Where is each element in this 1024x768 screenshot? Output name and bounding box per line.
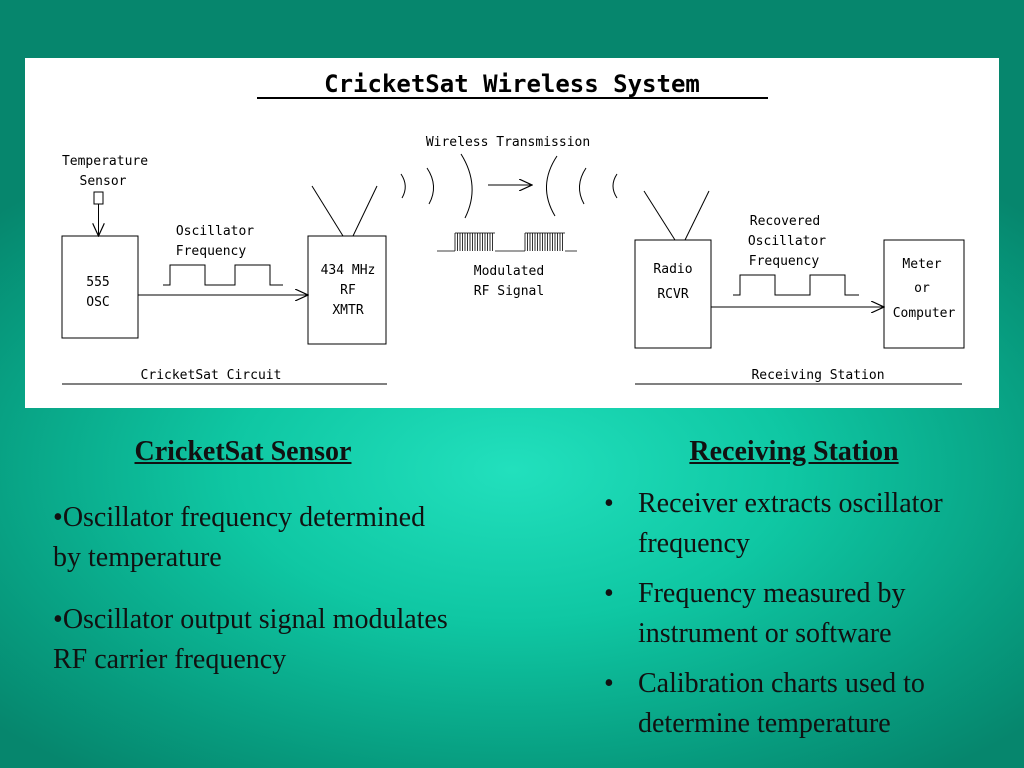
receiver-label-2: RCVR — [657, 287, 688, 302]
meter-label-3: Computer — [893, 306, 956, 321]
list-item: Oscillator frequency determined by tempe… — [53, 498, 453, 578]
transmitter-label-3: XMTR — [332, 303, 363, 318]
left-bullet-list: Oscillator frequency determined by tempe… — [53, 498, 453, 702]
diagram-title: CricketSat Wireless System — [324, 70, 700, 98]
diagram-svg: CricketSat Wireless System Temperature S… — [61, 70, 965, 385]
oscillator-box — [61, 235, 139, 339]
transmitter-box — [307, 235, 387, 345]
wave-in-2 — [579, 167, 587, 205]
meter-box — [883, 239, 965, 349]
osc-freq-label-2: Frequency — [176, 244, 247, 259]
meter-label-1: Meter — [902, 257, 941, 272]
meter-label-2: or — [914, 281, 930, 296]
modulated-label-1: Modulated — [474, 264, 544, 279]
list-item: Frequency measured by instrument or soft… — [598, 574, 998, 654]
temp-sensor-label-2: Sensor — [80, 174, 127, 189]
oscillator-label-2: OSC — [86, 295, 109, 310]
xmtr-antenna-right — [352, 185, 378, 237]
modulated-signal-icon — [437, 232, 577, 252]
modulated-label-2: RF Signal — [474, 284, 544, 299]
station-section-label: Receiving Station — [751, 368, 884, 383]
list-item: Oscillator output signal modulates RF ca… — [53, 600, 453, 680]
wave-in-1 — [546, 155, 558, 217]
right-bullet-list: Receiver extracts oscillator frequency F… — [598, 484, 998, 754]
system-diagram: CricketSat Wireless System Temperature S… — [25, 58, 999, 408]
recovered-label-1: Recovered — [750, 214, 820, 229]
recovered-label-3: Frequency — [749, 254, 820, 269]
receiver-label-1: Radio — [653, 262, 692, 277]
receiver-box — [634, 239, 712, 349]
wave-in-3 — [612, 173, 618, 199]
modulated-signal-burst — [437, 232, 577, 252]
list-item: Receiver extracts oscillator frequency — [598, 484, 998, 564]
left-column-heading: CricketSat Sensor — [134, 436, 352, 467]
wave-out-3 — [460, 153, 473, 219]
rcvr-antenna-left — [643, 190, 676, 241]
recovered-waveform — [733, 274, 859, 296]
right-column-heading: Receiving Station — [689, 436, 899, 467]
wave-out-1 — [400, 173, 406, 199]
rcvr-antenna-right — [684, 190, 710, 241]
circuit-section-label: CricketSat Circuit — [141, 368, 282, 383]
xmtr-antenna-left — [311, 185, 344, 237]
temp-sensor-icon — [93, 191, 104, 205]
wireless-label: Wireless Transmission — [426, 135, 590, 150]
transmitter-label-1: 434 MHz — [321, 263, 376, 278]
osc-freq-label-1: Oscillator — [176, 224, 254, 239]
transmitter-label-2: RF — [340, 283, 356, 298]
list-item: Calibration charts used to determine tem… — [598, 664, 998, 744]
wave-out-2 — [426, 167, 434, 205]
recovered-label-2: Oscillator — [748, 234, 826, 249]
oscillator-waveform — [163, 264, 283, 286]
temp-sensor-label-1: Temperature — [62, 154, 148, 169]
oscillator-label-1: 555 — [86, 275, 109, 290]
